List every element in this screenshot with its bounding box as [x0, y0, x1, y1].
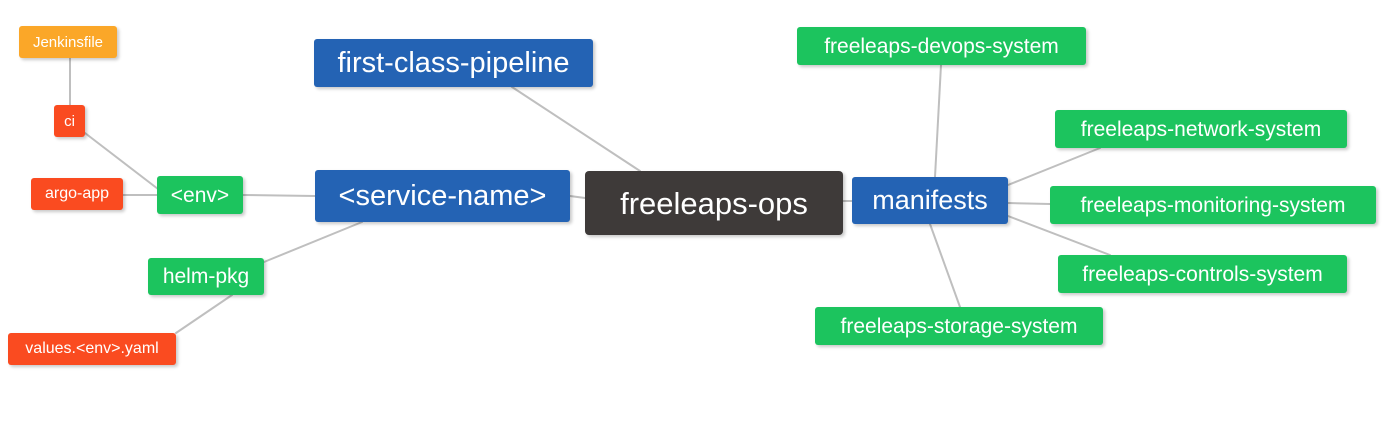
- node-label-values-yaml: values.<env>.yaml: [25, 340, 159, 357]
- node-label-service-name: <service-name>: [338, 179, 547, 212]
- node-label-freeleaps-ops: freeleaps-ops: [620, 185, 808, 221]
- edge-service-name-to-freeleaps-ops: [569, 195, 586, 199]
- node-label-freeleaps-devops-system: freeleaps-devops-system: [824, 34, 1059, 58]
- node-values-yaml[interactable]: values.<env>.yaml: [8, 333, 176, 365]
- node-label-first-class-pipeline: first-class-pipeline: [337, 46, 570, 79]
- node-argo-app[interactable]: argo-app: [31, 178, 123, 210]
- node-label-freeleaps-network-system: freeleaps-network-system: [1080, 117, 1322, 141]
- edge-manifests-to-freeleaps-storage-system: [929, 223, 961, 308]
- node-label-freeleaps-monitoring-system: freeleaps-monitoring-system: [1080, 193, 1346, 217]
- node-label-env: <env>: [170, 183, 230, 207]
- node-freeleaps-devops-system[interactable]: freeleaps-devops-system: [797, 27, 1086, 65]
- node-freeleaps-monitoring-system[interactable]: freeleaps-monitoring-system: [1050, 186, 1376, 224]
- node-helm-pkg[interactable]: helm-pkg: [148, 258, 264, 295]
- node-label-argo-app: argo-app: [44, 185, 110, 202]
- node-label-freeleaps-storage-system: freeleaps-storage-system: [840, 314, 1078, 338]
- edge-manifests-to-freeleaps-network-system: [1007, 147, 1101, 186]
- node-ci[interactable]: ci: [54, 105, 85, 137]
- node-freeleaps-network-system[interactable]: freeleaps-network-system: [1055, 110, 1347, 148]
- node-label-freeleaps-controls-system: freeleaps-controls-system: [1082, 262, 1323, 286]
- node-first-class-pipeline[interactable]: first-class-pipeline: [314, 39, 593, 87]
- edge-values-yaml-to-helm-pkg: [175, 294, 233, 334]
- node-label-helm-pkg: helm-pkg: [162, 265, 250, 288]
- node-freeleaps-ops[interactable]: freeleaps-ops: [585, 171, 843, 235]
- edge-first-class-pipeline-to-freeleaps-ops: [511, 86, 641, 172]
- edge-helm-pkg-to-service-name: [263, 221, 363, 263]
- edge-env-to-service-name: [242, 194, 316, 197]
- node-label-ci: ci: [64, 112, 75, 130]
- edge-manifests-to-freeleaps-devops-system: [934, 64, 942, 178]
- node-freeleaps-storage-system[interactable]: freeleaps-storage-system: [815, 307, 1103, 345]
- edge-manifests-to-freeleaps-monitoring-system: [1007, 202, 1051, 205]
- node-freeleaps-controls-system[interactable]: freeleaps-controls-system: [1058, 255, 1347, 293]
- node-label-manifests: manifests: [872, 185, 988, 215]
- node-label-jenkinsfile: Jenkinsfile: [32, 33, 104, 51]
- node-jenkinsfile[interactable]: Jenkinsfile: [19, 26, 117, 58]
- node-manifests[interactable]: manifests: [852, 177, 1008, 224]
- node-env[interactable]: <env>: [157, 176, 243, 214]
- node-service-name[interactable]: <service-name>: [315, 170, 570, 222]
